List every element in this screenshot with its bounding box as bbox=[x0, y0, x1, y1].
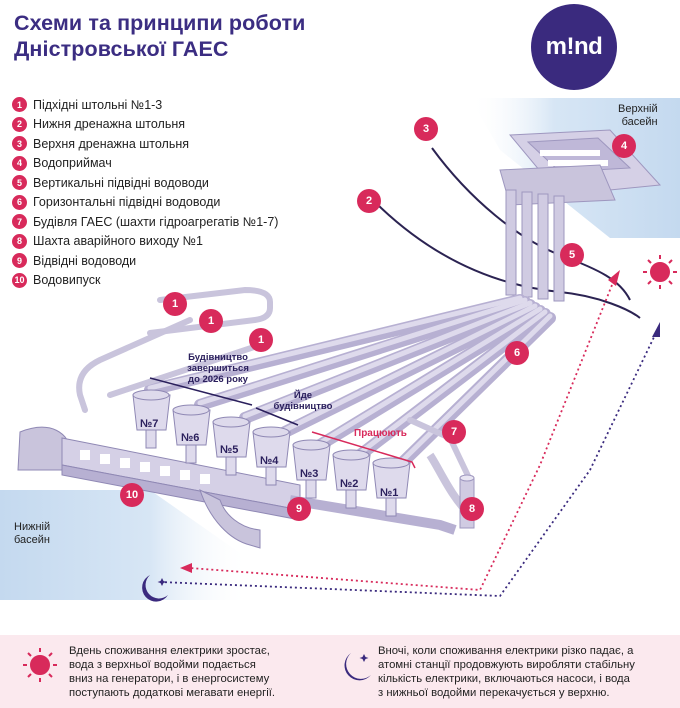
marker-horizontal-penstocks: 6 bbox=[505, 341, 529, 365]
note-construction: Будівництво завершиться до 2026 року bbox=[178, 352, 258, 385]
legend-text: Вертикальні підвідні водоводи bbox=[33, 175, 209, 190]
legend-badge: 2 bbox=[12, 116, 27, 132]
legend-item: 4 Водоприймач bbox=[12, 154, 278, 174]
legend-item: 8 Шахта аварійного виходу №1 bbox=[12, 232, 278, 252]
day-line-2: вода з верхньої водойми подається bbox=[69, 659, 256, 671]
legend-text: Горизонтальні підвідні водоводи bbox=[33, 195, 221, 210]
mind-logo: m!nd bbox=[531, 4, 617, 90]
marker-access-tunnel-2: 1 bbox=[199, 309, 223, 333]
legend-text: Відвідні водоводи bbox=[33, 253, 137, 268]
lower-basin-label: Нижній басейн bbox=[14, 521, 50, 547]
legend-item: 7 Будівля ГАЕС (шахти гідроагрегатів №1-7… bbox=[12, 212, 278, 232]
night-explanation: Вночі, коли споживання електрики різко п… bbox=[378, 644, 635, 700]
legend-badge: 5 bbox=[12, 175, 27, 191]
bracket-construction bbox=[149, 377, 253, 406]
day-explanation: Вдень споживання електрики зростає, вода… bbox=[69, 644, 275, 700]
arrow-head-night bbox=[652, 322, 660, 337]
day-line-1: Вдень споживання електрики зростає, bbox=[69, 645, 270, 657]
title-line-2: Дністровської ГАЕС bbox=[14, 37, 229, 61]
lower-basin-water bbox=[0, 490, 250, 600]
legend-text: Верхня дренажна штольня bbox=[33, 136, 190, 151]
marker-vertical-penstocks: 5 bbox=[560, 243, 584, 267]
note-in-progress: Йде будівництво bbox=[268, 390, 338, 412]
legend-badge: 8 bbox=[12, 233, 27, 249]
lower-basin-line-2: басейн bbox=[14, 534, 51, 546]
legend-text: Нижня дренажна штольня bbox=[33, 117, 186, 132]
sun-icon bbox=[23, 648, 57, 682]
arrow-head-down bbox=[180, 563, 192, 573]
legend-text: Шахта аварійного виходу №1 bbox=[33, 234, 203, 249]
explanation-band: Вдень споживання електрики зростає, вода… bbox=[0, 635, 680, 708]
marker-lower-drainage: 2 bbox=[357, 189, 381, 213]
unit-label: №1 bbox=[380, 487, 399, 499]
legend-badge: 6 bbox=[12, 194, 27, 210]
legend-item: 2 Нижня дренажна штольня bbox=[12, 115, 278, 135]
upper-basin-line-1: Верхній bbox=[618, 103, 658, 115]
legend-text: Будівля ГАЕС (шахти гідроагрегатів №1-7) bbox=[33, 214, 279, 229]
legend-text: Підхідні штольні №1-3 bbox=[33, 97, 163, 112]
night-line-2: атомні станції продовжують виробляти ста… bbox=[378, 659, 635, 671]
unit-label: №5 bbox=[220, 444, 239, 456]
legend-badge: 10 bbox=[12, 272, 27, 288]
sun-icon bbox=[643, 255, 677, 289]
marker-water-outlet: 10 bbox=[120, 483, 144, 507]
legend-item: 9 Відвідні водоводи bbox=[12, 251, 278, 271]
marker-powerhouse: 7 bbox=[442, 420, 466, 444]
title-line-1: Схеми та принципи роботи bbox=[14, 11, 306, 35]
note-construction-line-2: завершиться bbox=[187, 363, 249, 374]
note-in-progress-line-1: Йде bbox=[293, 390, 313, 401]
flow-arrows bbox=[159, 284, 656, 597]
unit-label: №6 bbox=[181, 432, 200, 444]
legend-item: 3 Верхня дренажна штольня bbox=[12, 134, 278, 154]
day-line-3: вниз на генератори, і в енергосистему bbox=[69, 673, 270, 685]
marker-water-intake: 4 bbox=[612, 134, 636, 158]
note-construction-line-3: до 2026 року bbox=[188, 374, 248, 385]
page-title: Схеми та принципи роботи Дністровської Г… bbox=[14, 10, 305, 62]
note-in-progress-line-2: будівництво bbox=[273, 401, 333, 412]
legend-item: 5 Вертикальні підвідні водоводи bbox=[12, 173, 278, 193]
unit-label: №4 bbox=[260, 455, 279, 467]
legend-item: 6 Горизонтальні підвідні водоводи bbox=[12, 193, 278, 213]
night-line-3: кількість електрики, включаються насоси,… bbox=[378, 673, 630, 685]
moon-icon bbox=[142, 575, 168, 602]
lower-basin-line-1: Нижній bbox=[14, 521, 51, 533]
upper-basin-label: Верхній басейн bbox=[618, 103, 658, 129]
water-outlet bbox=[17, 426, 301, 549]
legend-item: 1 Підхідні штольні №1-3 bbox=[12, 95, 278, 115]
legend-badge: 3 bbox=[12, 136, 27, 152]
legend-badge: 7 bbox=[12, 214, 27, 230]
legend-item: 10 Водовипуск bbox=[12, 271, 278, 291]
logo-text: m!nd bbox=[545, 33, 603, 60]
arrow-head-day bbox=[608, 270, 620, 286]
bracket-in-progress bbox=[255, 407, 299, 426]
vertical-penstocks bbox=[505, 189, 565, 302]
night-line-4: з нижньої водойми перекачується у верхню… bbox=[378, 687, 610, 699]
note-construction-line-1: Будівництво bbox=[188, 352, 248, 363]
moon-icon bbox=[344, 653, 371, 681]
legend-badge: 4 bbox=[12, 155, 27, 171]
legend: 1 Підхідні штольні №1-3 2 Нижня дренажна ш… bbox=[12, 95, 278, 290]
unit-label: №3 bbox=[300, 468, 319, 480]
legend-text: Водовипуск bbox=[33, 273, 101, 288]
tailrace-tunnels bbox=[289, 495, 457, 535]
generator-units bbox=[132, 389, 411, 517]
legend-badge: 1 bbox=[12, 97, 27, 113]
note-working: Працюють bbox=[354, 428, 407, 439]
marker-tailrace: 9 bbox=[287, 497, 311, 521]
upper-basin-line-2: басейн bbox=[621, 116, 658, 128]
unit-label: №2 bbox=[340, 478, 359, 490]
marker-upper-drainage: 3 bbox=[414, 117, 438, 141]
legend-text: Водоприймач bbox=[33, 156, 112, 171]
night-line-1: Вночі, коли споживання електрики різко п… bbox=[378, 645, 634, 657]
day-line-4: поступають додаткові мегавати енергії. bbox=[69, 687, 275, 699]
legend-badge: 9 bbox=[12, 253, 27, 269]
marker-access-tunnel-1: 1 bbox=[163, 292, 187, 316]
unit-label: №7 bbox=[140, 418, 159, 430]
bracket-working bbox=[311, 431, 416, 469]
marker-emergency-shaft: 8 bbox=[460, 497, 484, 521]
marker-access-tunnel-3: 1 bbox=[249, 328, 273, 352]
